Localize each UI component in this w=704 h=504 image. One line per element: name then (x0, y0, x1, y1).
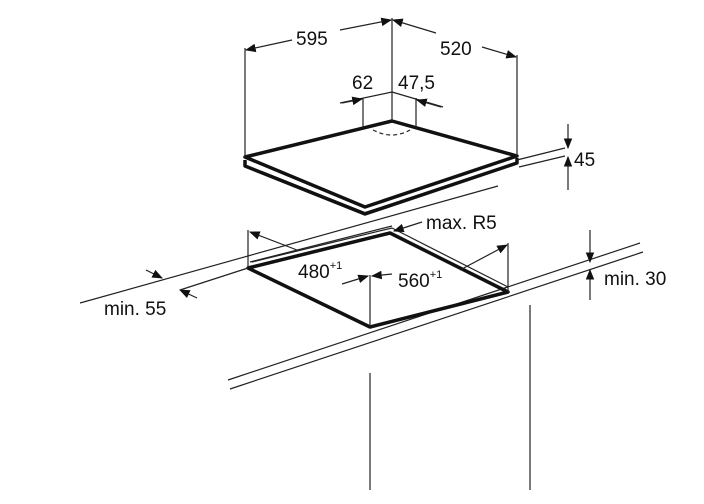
label-depth: 520 (440, 39, 472, 60)
label-min-worktop: min. 30 (604, 269, 666, 290)
gas-inlet-hidden (372, 129, 411, 136)
hob-base (261, 169, 498, 215)
label-min-front: min. 55 (104, 299, 166, 320)
worktop (79, 185, 644, 490)
dimension-arrows (244, 17, 573, 190)
cutout (145, 221, 595, 329)
label-inlet-y: 47,5 (398, 73, 435, 94)
label-cutout-width: 560+1 (398, 269, 442, 292)
hob (243, 119, 519, 216)
label-inlet-x: 62 (352, 73, 373, 94)
hob-edge (243, 158, 519, 216)
label-width: 595 (296, 29, 328, 50)
label-cutout-depth: 480+1 (298, 260, 342, 283)
label-max-radius: max. R5 (426, 213, 497, 234)
label-height: 45 (574, 150, 595, 171)
